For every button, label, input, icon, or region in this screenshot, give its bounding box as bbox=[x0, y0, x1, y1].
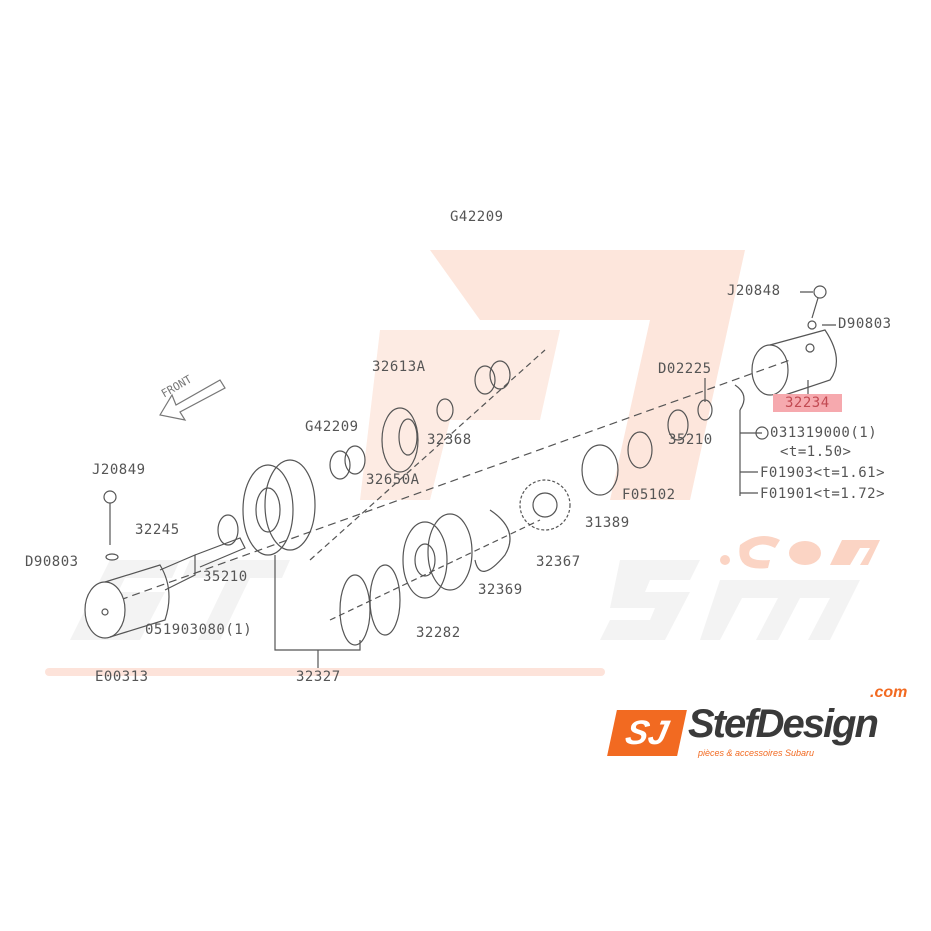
part-label-g42209-left[interactable]: G42209 bbox=[305, 419, 359, 435]
sprocket-32367 bbox=[519, 479, 571, 531]
part-label-32369[interactable]: 32369 bbox=[478, 582, 523, 598]
part-label-thickness-150: <t=1.50> bbox=[780, 444, 852, 460]
part-label-051903080[interactable]: 051903080(1) bbox=[145, 622, 253, 638]
hub-32650a bbox=[381, 407, 419, 473]
watermark-brand-shape bbox=[70, 560, 860, 640]
part-label-31389[interactable]: 31389 bbox=[585, 515, 630, 531]
part-label-f01901[interactable]: F01901<t=1.72> bbox=[760, 486, 886, 502]
bush-32368 bbox=[436, 398, 454, 422]
snap-ring-32369 bbox=[474, 509, 511, 572]
ring-31389 bbox=[581, 444, 619, 496]
front-arrow-icon bbox=[159, 379, 226, 421]
washer-35210-left bbox=[217, 514, 239, 546]
part-label-32234-highlighted[interactable]: 32234 bbox=[773, 394, 842, 412]
watermark-tagline-shape bbox=[45, 668, 605, 676]
ring-f05102 bbox=[627, 431, 653, 469]
part-label-32368[interactable]: 32368 bbox=[427, 432, 472, 448]
brand-logo-domain: .com bbox=[870, 684, 908, 701]
part-label-32327[interactable]: 32327 bbox=[296, 669, 341, 685]
housing-32234 bbox=[751, 329, 837, 396]
gear-32282 bbox=[402, 513, 473, 599]
snap-ring-031319000 bbox=[734, 384, 745, 411]
bolt-j20848 bbox=[807, 285, 827, 330]
brand-logo-mark: SJ bbox=[607, 710, 687, 756]
part-label-32245[interactable]: 32245 bbox=[135, 522, 180, 538]
part-label-f01903[interactable]: F01903<t=1.61> bbox=[760, 465, 886, 481]
gear-32327 bbox=[242, 459, 316, 556]
part-label-35210-left[interactable]: 35210 bbox=[203, 569, 248, 585]
bearing-g42209-top bbox=[474, 360, 511, 395]
washer-35210-right bbox=[667, 409, 689, 441]
part-label-g42209-top[interactable]: G42209 bbox=[450, 209, 504, 225]
part-label-j20849[interactable]: J20849 bbox=[92, 462, 146, 478]
c-circle-icon bbox=[755, 426, 769, 440]
part-label-031319000[interactable]: 031319000(1) bbox=[770, 425, 878, 441]
part-label-32650a[interactable]: 32650A bbox=[366, 472, 420, 488]
brand-logo-name: StefDesign bbox=[688, 702, 879, 746]
washer-d02225 bbox=[697, 399, 713, 421]
part-label-32282[interactable]: 32282 bbox=[416, 625, 461, 641]
part-label-j20848[interactable]: J20848 bbox=[727, 283, 781, 299]
part-label-e00313[interactable]: E00313 bbox=[95, 669, 149, 685]
shaft-32245 bbox=[84, 537, 246, 639]
part-label-32367[interactable]: 32367 bbox=[536, 554, 581, 570]
brand-logo-tagline: pièces & accessoires Subaru bbox=[698, 748, 815, 758]
bearing-g42209-left bbox=[329, 445, 366, 480]
sleeve-32327 bbox=[339, 564, 401, 646]
part-label-d90803-left[interactable]: D90803 bbox=[25, 554, 79, 570]
part-label-35210-right[interactable]: 35210 bbox=[668, 432, 713, 448]
part-label-32613a[interactable]: 32613A bbox=[372, 359, 426, 375]
part-label-d90803[interactable]: D90803 bbox=[838, 316, 892, 332]
part-label-d02225[interactable]: D02225 bbox=[658, 361, 712, 377]
watermark-domain-shape bbox=[720, 536, 880, 569]
part-label-f05102[interactable]: F05102 bbox=[622, 487, 676, 503]
bolt-j20849 bbox=[103, 490, 119, 561]
axis-line bbox=[119, 359, 791, 601]
